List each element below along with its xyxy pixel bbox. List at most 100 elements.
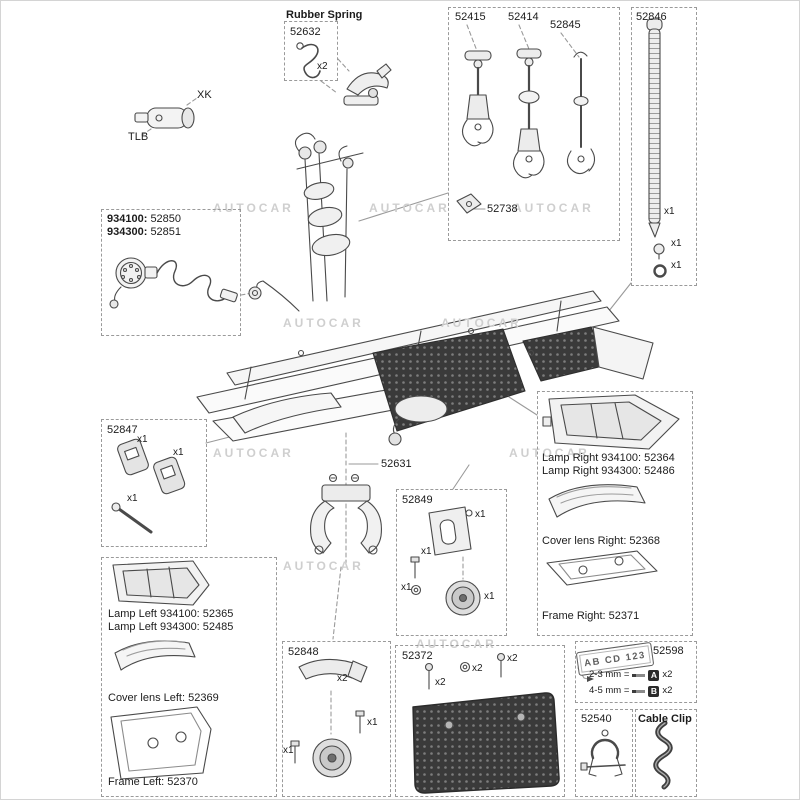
cable-clip-title: Cable Clip xyxy=(638,713,692,725)
plate-adapter-row-2: 4-5 mm = B x2 xyxy=(589,685,672,697)
plate-row1-letter-badge: A xyxy=(648,669,660,681)
strap-qty: x1 xyxy=(664,206,675,217)
wiring-box xyxy=(101,209,241,336)
wheel-bracket-qty: x1 xyxy=(475,509,486,520)
ramp-washer-qty: x2 xyxy=(472,663,483,674)
lamp-left-line2: Lamp Left 934300: 52485 xyxy=(108,621,234,633)
watermark-text: AUTOCAR xyxy=(213,201,294,215)
plate-adapter-part-number: 52598 xyxy=(653,645,684,657)
ramp-52372-drawing xyxy=(412,652,560,794)
clip-part-number: 52738 xyxy=(487,203,518,215)
rubber-spring-title: Rubber Spring xyxy=(286,9,363,21)
small-clamp-part-number: 52540 xyxy=(581,713,612,725)
wheel-bracket-bolt-qty: x1 xyxy=(421,546,432,557)
frame-left-label: Frame Left: 52370 xyxy=(108,776,198,788)
watermark-text: AUTOCAR xyxy=(369,201,450,215)
screw-icon xyxy=(632,673,646,677)
frame-right-label: Frame Right: 52371 xyxy=(542,610,640,622)
lock-tlb-label: TLB xyxy=(128,131,149,143)
watermark-text: AUTOCAR xyxy=(283,559,364,573)
rubber-spring-drawing xyxy=(296,42,321,79)
strap-ring-qty: x1 xyxy=(671,260,682,271)
strap-box xyxy=(631,7,697,286)
lock-xk-label: XK xyxy=(197,89,212,101)
clip-52738-drawing xyxy=(456,193,482,214)
plate-row2-label: 4-5 mm = xyxy=(589,685,630,696)
lamp-left-line1: Lamp Left 934100: 52365 xyxy=(108,608,234,620)
cover-lens-right-label: Cover lens Right: 52368 xyxy=(542,535,661,547)
small-clamp-box xyxy=(575,709,633,797)
lamp-left-box xyxy=(101,557,277,797)
watermark-text: AUTOCAR xyxy=(513,201,594,215)
clamp-arm-right-part-number: 52845 xyxy=(550,19,581,31)
ramp-screw1-qty: x2 xyxy=(435,677,446,688)
wheel-bracket-box xyxy=(396,489,507,636)
frame-right-drawing xyxy=(546,550,658,586)
cover-lens-right-drawing xyxy=(548,484,646,518)
clamp-arm-52415-drawing xyxy=(461,24,494,147)
watermark-text: AUTOCAR xyxy=(416,637,497,651)
wheel-kit-part-number: 52848 xyxy=(288,646,319,658)
rubber-spring-box xyxy=(284,21,338,81)
watermark-text: AUTOCAR xyxy=(441,316,522,330)
wiring-label-1: 934100: 52850 xyxy=(107,213,181,226)
plate-row1-qty: x2 xyxy=(662,669,673,680)
frame-left-drawing xyxy=(110,706,212,780)
clamp-arms-box xyxy=(448,7,620,241)
tensioner-pin-qty: x1 xyxy=(127,493,138,504)
center-bracket-part-number: 52631 xyxy=(381,458,412,470)
plate-row2-qty: x2 xyxy=(662,685,673,696)
tensioner-qty-a: x1 xyxy=(137,434,148,445)
wheel-kit-box xyxy=(282,641,391,797)
ramp-screw2-qty: x2 xyxy=(507,653,518,664)
screw-icon xyxy=(632,689,646,693)
rubber-spring-part-number: 52632 xyxy=(290,26,321,38)
ramp-box xyxy=(395,645,565,797)
tensioner-part-number: 52847 xyxy=(107,424,138,436)
wheel-kit-bolt-qty: x1 xyxy=(367,717,378,728)
wiring-code-1: 934100: xyxy=(107,213,148,225)
lamp-left-drawing xyxy=(112,560,210,606)
tensioner-qty-b: x1 xyxy=(173,447,184,458)
cover-lens-left-label: Cover lens Left: 52369 xyxy=(108,692,219,704)
clamp-arm-52845-drawing xyxy=(560,32,596,175)
wheel-bracket-52849-drawing xyxy=(410,506,481,616)
pump-buckle-drawing xyxy=(343,63,392,106)
lamp-right-line1: Lamp Right 934100: 52364 xyxy=(542,452,675,464)
wheel-bracket-washer-qty: x1 xyxy=(401,582,412,593)
lamp-right-line2: Lamp Right 934300: 52486 xyxy=(542,465,675,477)
watermark-text: AUTOCAR xyxy=(213,446,294,460)
wiring-part-1: 52850 xyxy=(150,213,182,225)
cable-clip-drawing xyxy=(653,720,673,790)
bracket-52631-drawing xyxy=(310,468,382,564)
clamp-52540-drawing xyxy=(580,729,626,777)
wiring-harness-drawing xyxy=(109,257,238,309)
wheel-bracket-part-number: 52849 xyxy=(402,494,433,506)
plate-adapter-row-1: 2-3 mm = A x2 xyxy=(589,669,672,681)
ramp-part-number: 52372 xyxy=(402,650,433,662)
lock-cylinder-drawing xyxy=(134,107,195,129)
clamp-arm-left-part-number: 52415 xyxy=(455,11,486,23)
wiring-part-2: 52851 xyxy=(150,226,182,238)
plate-row2-letter-badge: B xyxy=(648,685,660,697)
wheel-bracket-wheel-qty: x1 xyxy=(484,591,495,602)
cable-clip-box xyxy=(635,709,697,797)
watermark-text: AUTOCAR xyxy=(283,316,364,330)
main-assembly-drawing xyxy=(196,132,654,446)
plate-row1-label: 2-3 mm = xyxy=(589,669,630,680)
wiring-code-2: 934300: xyxy=(107,226,148,238)
wiring-label-2: 934300: 52851 xyxy=(107,226,181,239)
license-plate-text: AB CD 123 xyxy=(583,649,647,669)
strap-bolt-qty: x1 xyxy=(671,238,682,249)
tensioner-box xyxy=(101,419,207,547)
rubber-spring-qty: x2 xyxy=(317,61,328,72)
watermark-text: AUTOCAR xyxy=(509,446,590,460)
lamp-right-drawing xyxy=(542,394,680,450)
clamp-arm-52414-drawing xyxy=(512,24,545,179)
clamp-arm-mid-part-number: 52414 xyxy=(508,11,539,23)
cover-lens-left-drawing xyxy=(114,640,196,671)
strap-part-number: 52846 xyxy=(636,11,667,23)
strap-52846-drawing xyxy=(646,18,667,278)
